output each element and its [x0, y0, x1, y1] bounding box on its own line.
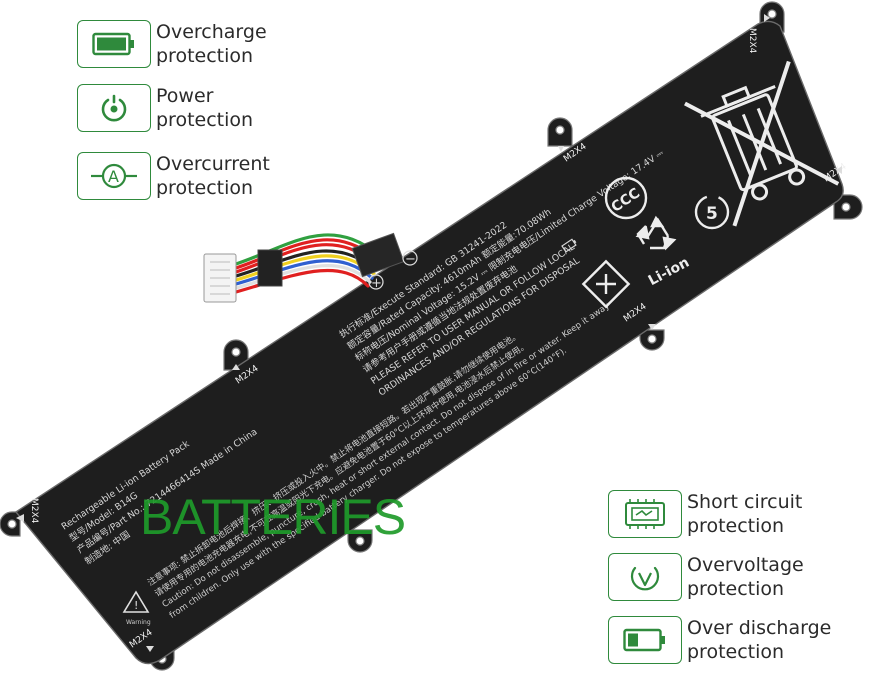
crossed-bin-icon [684, 60, 840, 227]
tab-lower-right [639, 329, 665, 351]
warning-triangle-icon: ! Warning [122, 590, 151, 626]
cn-recycle-icon [581, 259, 631, 309]
feature-subtitle: protection [687, 578, 785, 600]
screw-arrow-icon [146, 646, 154, 652]
plus-terminal-icon [368, 274, 384, 290]
battery-low-icon [623, 628, 665, 652]
screw-arrow-icon [648, 324, 656, 330]
feature-title: Short circuit [687, 491, 803, 513]
feature-title: Power [156, 85, 214, 107]
feature-overcharge: Overcharge protection [77, 20, 267, 68]
screw-arrow-icon [16, 514, 24, 522]
connector-plug [203, 232, 405, 303]
feature-title: Overcurrent [156, 153, 270, 175]
feature-icon-box [608, 490, 682, 538]
warning-caption: Warning [126, 619, 151, 626]
feature-overcurrent: A Overcurrent protection [77, 152, 270, 200]
tab-left-mid [223, 339, 249, 371]
feature-title: Overcharge [156, 21, 267, 43]
tab-bottom-mid [347, 529, 373, 553]
screw-arrow-icon [232, 364, 240, 370]
svg-text:5: 5 [706, 204, 718, 224]
feature-power: Power protection [77, 84, 253, 132]
feature-overvoltage: Overvoltage protection [608, 553, 804, 601]
tab-right [833, 194, 863, 220]
watermark-text: BATTERIES [140, 489, 406, 545]
tab-left [0, 511, 21, 537]
screw-arrow-icon [836, 166, 842, 174]
screw-label-top-right: M2X4 [747, 28, 757, 54]
feature-title: Overvoltage [687, 554, 804, 576]
feature-subtitle: protection [687, 641, 785, 663]
plus-symbol: + [371, 276, 382, 291]
minus-terminal-icon [402, 250, 418, 266]
feature-icon-box [608, 553, 682, 601]
svg-text:A: A [108, 167, 119, 186]
svg-text:!: ! [134, 599, 138, 612]
feature-title: Over discharge [687, 617, 832, 639]
mounting-tabs [0, 1, 863, 671]
power-icon [101, 94, 127, 122]
tab-upper-mid [547, 117, 573, 147]
recycle-icon [635, 215, 677, 251]
voltage-icon [630, 566, 660, 591]
feature-icon-box [608, 616, 682, 664]
eco-period-icon: 5 [694, 194, 730, 230]
screw-arrow-icon [558, 146, 564, 152]
circuit-board-icon [625, 499, 665, 529]
ammeter-icon: A [91, 163, 137, 189]
screw-label-left: M2X4 [29, 498, 39, 524]
battery-full-icon [92, 32, 134, 56]
feature-subtitle: protection [687, 515, 785, 537]
battery-icon-small [561, 238, 577, 253]
feature-icon-box [77, 84, 151, 132]
minus-symbol: − [405, 252, 416, 267]
feature-short-circuit: Short circuit protection [608, 490, 802, 538]
feature-subtitle: protection [156, 45, 254, 67]
feature-subtitle: protection [156, 109, 254, 131]
screw-arrow-icon [764, 14, 770, 22]
feature-icon-box [77, 20, 151, 68]
feature-over-discharge: Over discharge protection [608, 616, 831, 664]
feature-subtitle: protection [156, 177, 254, 199]
feature-icon-box: A [77, 152, 151, 200]
polarity-markers: + − [368, 250, 418, 291]
